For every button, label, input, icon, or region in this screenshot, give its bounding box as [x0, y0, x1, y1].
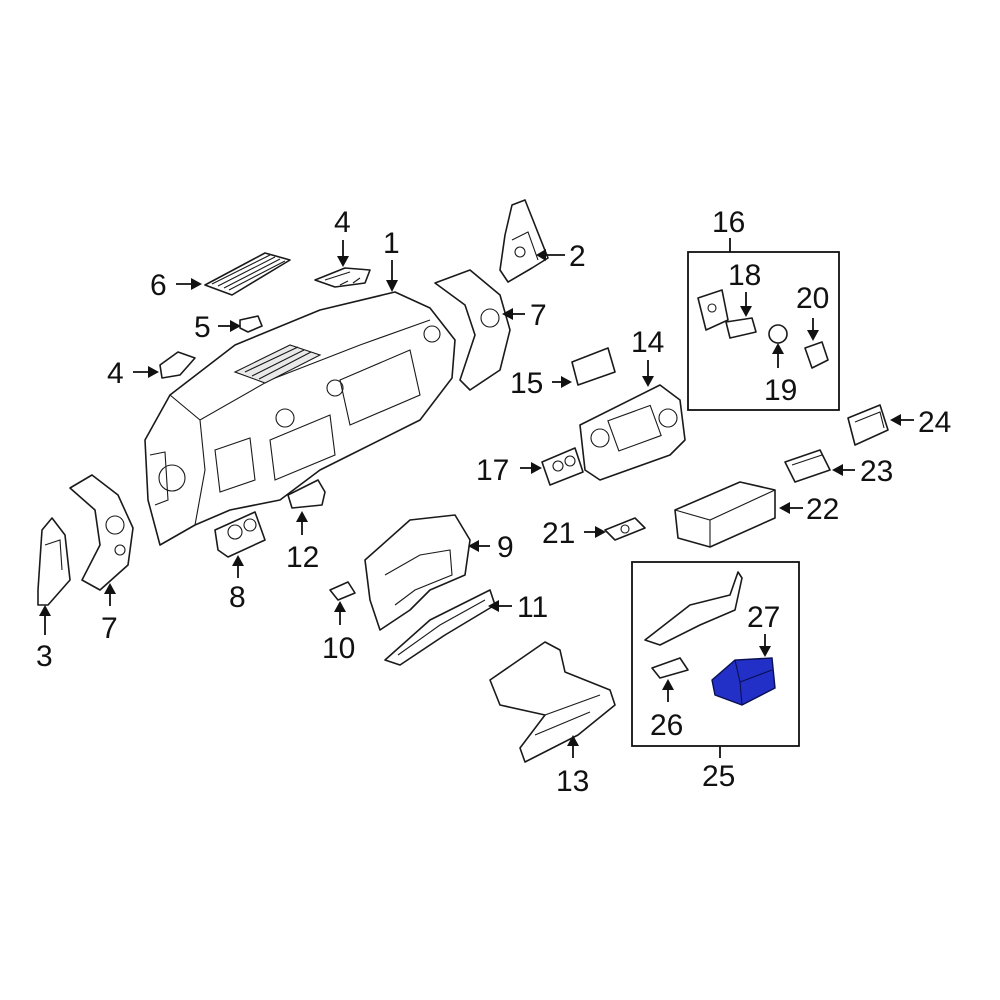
part-22-storage-bin [674, 481, 776, 548]
part-2-pillar-trim [499, 199, 549, 283]
callout-12: 12 [286, 541, 319, 574]
callout-3: 3 [36, 640, 53, 673]
part-17-switch-plate [541, 447, 584, 486]
arrowhead-24 [890, 414, 901, 426]
callout-23: 23 [860, 455, 893, 488]
part-15-module [571, 347, 616, 386]
callout-8: 8 [229, 581, 246, 614]
callout-24: 24 [918, 406, 951, 439]
part-7-side-panel-left [69, 474, 134, 591]
arrowhead-27 [759, 646, 771, 657]
part-6-speaker-grille [204, 252, 291, 296]
arrowhead-5 [230, 320, 241, 332]
arrowhead-12 [296, 511, 308, 522]
arrowhead-17 [531, 462, 542, 474]
arrowhead-7a [502, 308, 513, 320]
arrowhead-7b [104, 583, 116, 594]
arrowhead-10 [334, 601, 346, 612]
callout-13: 13 [556, 765, 589, 798]
callout-9: 9 [497, 531, 514, 564]
arrowhead-4a [337, 256, 349, 267]
callout-2: 2 [569, 240, 586, 273]
callout-20: 20 [796, 282, 829, 315]
callout-4-top: 4 [334, 206, 351, 239]
part-8-switch-bezel [214, 511, 266, 558]
part-4-defroster-grille-top [314, 267, 371, 288]
part-1-instrument-panel [144, 291, 456, 546]
arrowhead-2 [536, 249, 546, 261]
arrowhead-1 [386, 280, 398, 292]
group-16-box [687, 251, 840, 411]
callout-15: 15 [510, 367, 543, 400]
callout-19: 19 [764, 374, 797, 407]
part-21-switch [604, 517, 646, 541]
callout-17: 17 [476, 454, 509, 487]
arrowhead-20 [807, 330, 819, 341]
arrowhead-21 [595, 526, 606, 538]
part-3-end-cap [37, 517, 71, 606]
callout-16: 16 [712, 206, 745, 239]
callout-labels: 1 2 3 4 4 5 6 7 7 8 9 10 11 12 13 14 15 … [36, 206, 951, 798]
callout-14: 14 [631, 326, 664, 359]
arrowhead-15 [561, 376, 572, 388]
part-9-center-trim [364, 514, 471, 631]
part-10-bracket [329, 581, 356, 601]
arrowhead-14 [642, 376, 654, 387]
part-16-group-parts [697, 289, 829, 369]
arrowhead-22 [779, 502, 790, 514]
callout-22: 22 [806, 493, 839, 526]
part-13-glove-box [489, 641, 616, 763]
arrowhead-8 [232, 555, 244, 566]
leader-lines [39, 240, 914, 758]
callout-10: 10 [322, 632, 355, 665]
arrowhead-23 [832, 464, 843, 476]
part-4-defroster-grille-left [159, 351, 196, 379]
callout-4-left: 4 [107, 357, 124, 390]
arrowhead-19 [772, 343, 784, 354]
callout-11: 11 [517, 591, 548, 624]
callout-21: 21 [542, 517, 575, 550]
part-5-clip [239, 315, 263, 333]
part-25-group-parts [644, 571, 743, 679]
part-23-insert [784, 449, 831, 483]
callout-6: 6 [150, 269, 167, 302]
part-27-highlighted-bin [711, 657, 776, 706]
arrowhead-13 [567, 735, 579, 746]
arrowhead-26 [662, 679, 674, 690]
callout-1: 1 [383, 227, 400, 260]
callout-25: 25 [702, 760, 735, 793]
callout-5: 5 [194, 311, 211, 344]
arrowhead-18 [740, 306, 752, 317]
callout-7-left: 7 [101, 612, 118, 645]
part-7-side-panel-right [434, 269, 511, 391]
arrowhead-6 [191, 278, 202, 290]
arrowhead-4b [148, 366, 159, 378]
callout-26: 26 [650, 709, 683, 742]
part-14-center-bezel [579, 384, 686, 481]
arrowhead-11 [488, 600, 499, 612]
arrowhead-3 [39, 605, 51, 616]
arrowhead-9 [468, 540, 479, 552]
part-12-duct [287, 479, 326, 509]
part-24-insert [847, 404, 889, 446]
callout-18: 18 [728, 259, 761, 292]
callout-27: 27 [747, 601, 780, 634]
callout-7-right: 7 [530, 299, 547, 332]
group-25-box [631, 561, 800, 747]
